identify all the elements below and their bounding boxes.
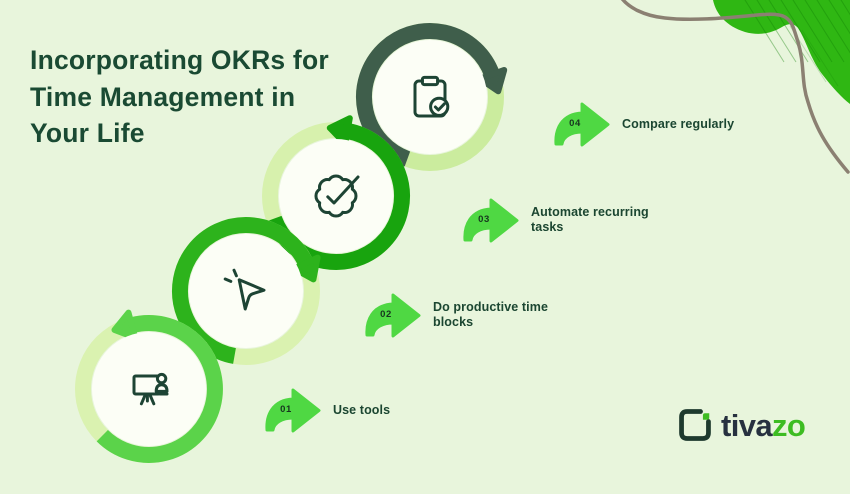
curved-line-decoration — [620, 0, 850, 174]
step-row-3: 03 Automate recurring tasks — [458, 195, 683, 245]
corner-decoration — [620, 0, 850, 174]
step-label: Use tools — [333, 402, 391, 417]
badge-check-icon — [314, 174, 360, 218]
circle-face — [373, 40, 487, 154]
title-line-3: Your Life — [30, 118, 145, 149]
step-arrow-icon: 01 — [265, 388, 321, 433]
ring-arrow-arc — [96, 309, 223, 463]
clipboard-check-icon — [413, 75, 450, 118]
step-arrow-icon: 02 — [365, 293, 421, 338]
step-row-2: 02 Do productive time blocks — [360, 290, 585, 340]
step-circle-4 — [355, 22, 508, 171]
workstation-icon — [132, 372, 169, 406]
circle-face — [92, 332, 206, 446]
step-arrow-icon: 04 — [554, 102, 610, 147]
step-circle-2 — [172, 217, 321, 365]
cursor-click-icon — [223, 268, 266, 311]
step-row-4: 04 Compare regularly — [549, 99, 774, 149]
title-line-1: Incorporating OKRs for — [30, 45, 329, 75]
step-number: 02 — [380, 309, 392, 320]
circle-face — [279, 139, 393, 253]
step-label: Compare regularly — [622, 116, 735, 131]
title-line-2: Time Management in — [30, 81, 296, 112]
step-number: 03 — [478, 214, 490, 225]
green-blob-shape — [713, 0, 850, 104]
brand-logo: tivazo — [676, 406, 806, 444]
step-arrow-icon: 03 — [463, 198, 519, 243]
step-circle-1 — [75, 309, 223, 463]
tivazo-logo-icon — [679, 409, 711, 441]
step-label: Do productive time blocks — [433, 300, 549, 329]
brand-text-dark: tiva — [721, 407, 773, 443]
page-title: Incorporating OKRs for Time Management i… — [30, 42, 360, 152]
circle-face — [189, 234, 303, 348]
step-number: 01 — [280, 404, 292, 415]
step-label: Automate recurring tasks — [531, 205, 649, 234]
step-row-1: 01 Use tools — [260, 385, 485, 435]
diagonal-hatch-lines — [744, 0, 850, 87]
brand-wordmark: tivazo — [721, 407, 806, 443]
brand-text-green: zo — [772, 407, 806, 443]
step-number: 04 — [569, 118, 581, 129]
